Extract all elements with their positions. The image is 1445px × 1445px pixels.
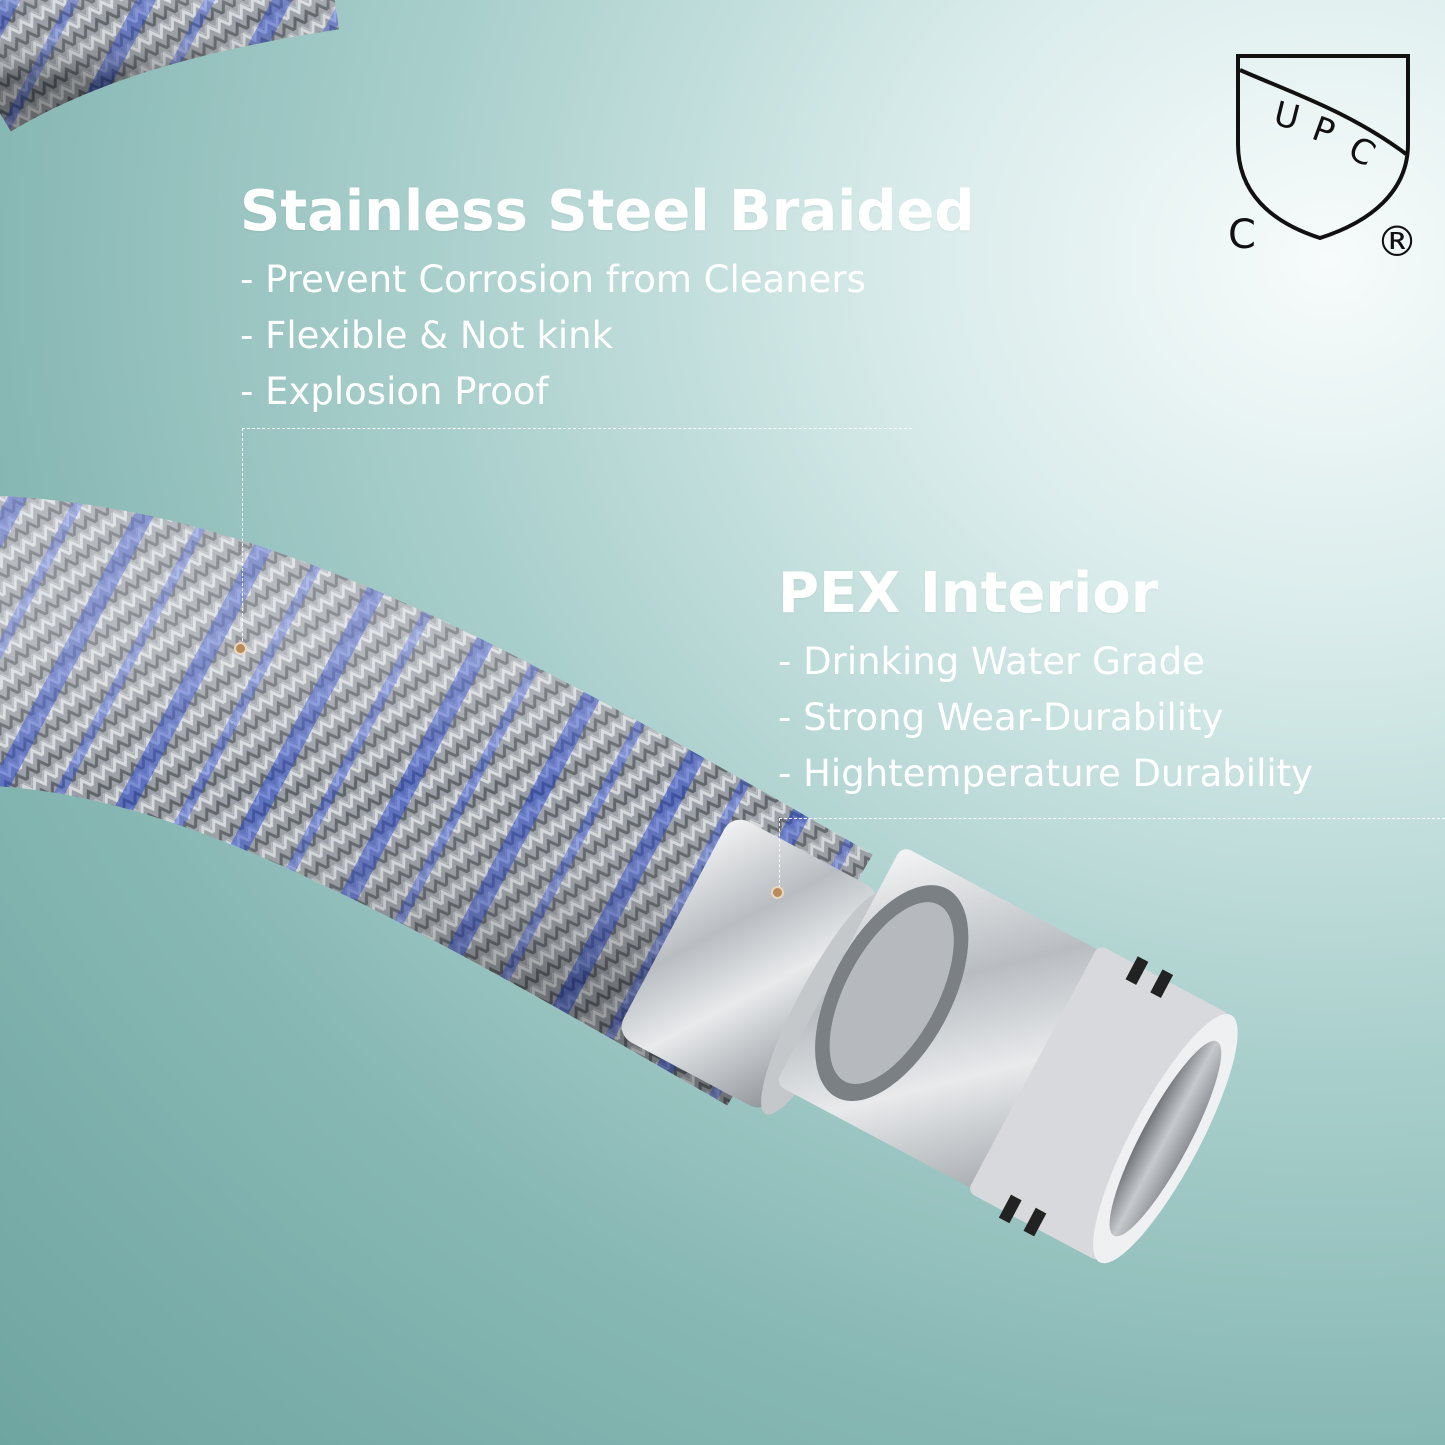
registered-mark-icon: ®	[1376, 217, 1418, 264]
upc-left-letter: C	[1228, 212, 1256, 258]
feature-pex: PEX Interior - Drinking Water Grade - St…	[778, 566, 1313, 802]
feature-braided-item: - Flexible & Not kink	[240, 314, 614, 357]
braided-marker-dot	[234, 642, 247, 655]
feature-braided-title: Stainless Steel Braided	[240, 179, 975, 244]
pex-cutaway-fitting	[778, 849, 1238, 1264]
feature-braided-item: - Prevent Corrosion from Cleaners	[240, 258, 866, 301]
feature-pex-title: PEX Interior	[778, 561, 1159, 626]
upc-letter-u: U	[1270, 94, 1304, 139]
feature-braided-list: - Prevent Corrosion from Cleaners - Flex…	[240, 252, 974, 420]
hose-upper-arc	[0, 0, 340, 132]
braided-leader-horizontal	[242, 428, 912, 429]
feature-pex-list: - Drinking Water Grade - Strong Wear-Dur…	[778, 634, 1313, 802]
feature-braided: Stainless Steel Braided - Prevent Corros…	[240, 184, 974, 420]
braided-leader-vertical	[242, 428, 243, 646]
pex-leader-horizontal	[779, 818, 1445, 819]
feature-pex-item: - Hightemperature Durability	[778, 752, 1314, 795]
feature-pex-item: - Strong Wear-Durability	[778, 696, 1224, 739]
pex-marker-dot	[771, 886, 784, 899]
feature-braided-item: - Explosion Proof	[240, 370, 549, 413]
hose-main-body	[0, 496, 873, 1106]
upc-shield-icon: U P C C ®	[1228, 54, 1418, 266]
upc-letter-c: C	[1342, 129, 1382, 175]
feature-pex-item: - Drinking Water Grade	[778, 640, 1205, 683]
pex-leader-vertical	[779, 818, 780, 888]
upc-certification-badge: U P C C ®	[1220, 52, 1425, 266]
upc-letter-p: P	[1307, 109, 1340, 154]
